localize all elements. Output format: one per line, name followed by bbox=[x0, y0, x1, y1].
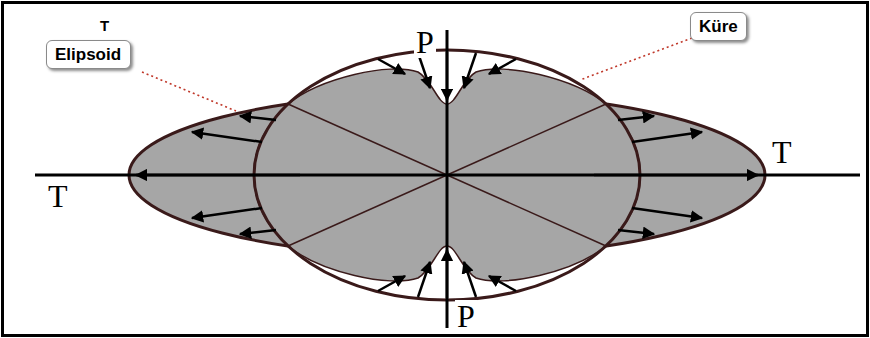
axis-letter: P bbox=[414, 26, 436, 58]
callout-box: Elipsoid bbox=[46, 40, 131, 69]
p-axis bbox=[446, 30, 449, 328]
leader-line bbox=[142, 72, 236, 111]
axis-letter: P bbox=[455, 300, 477, 332]
axis-letter: T bbox=[46, 180, 70, 212]
axis-letter: T bbox=[770, 136, 794, 168]
callout-text: Küre bbox=[691, 13, 746, 35]
axis-letter: T bbox=[100, 18, 109, 33]
callout-box: Küre bbox=[690, 12, 747, 41]
leader-line bbox=[580, 38, 692, 80]
callout-text: Elipsoid bbox=[47, 41, 130, 63]
arrows bbox=[136, 52, 758, 298]
